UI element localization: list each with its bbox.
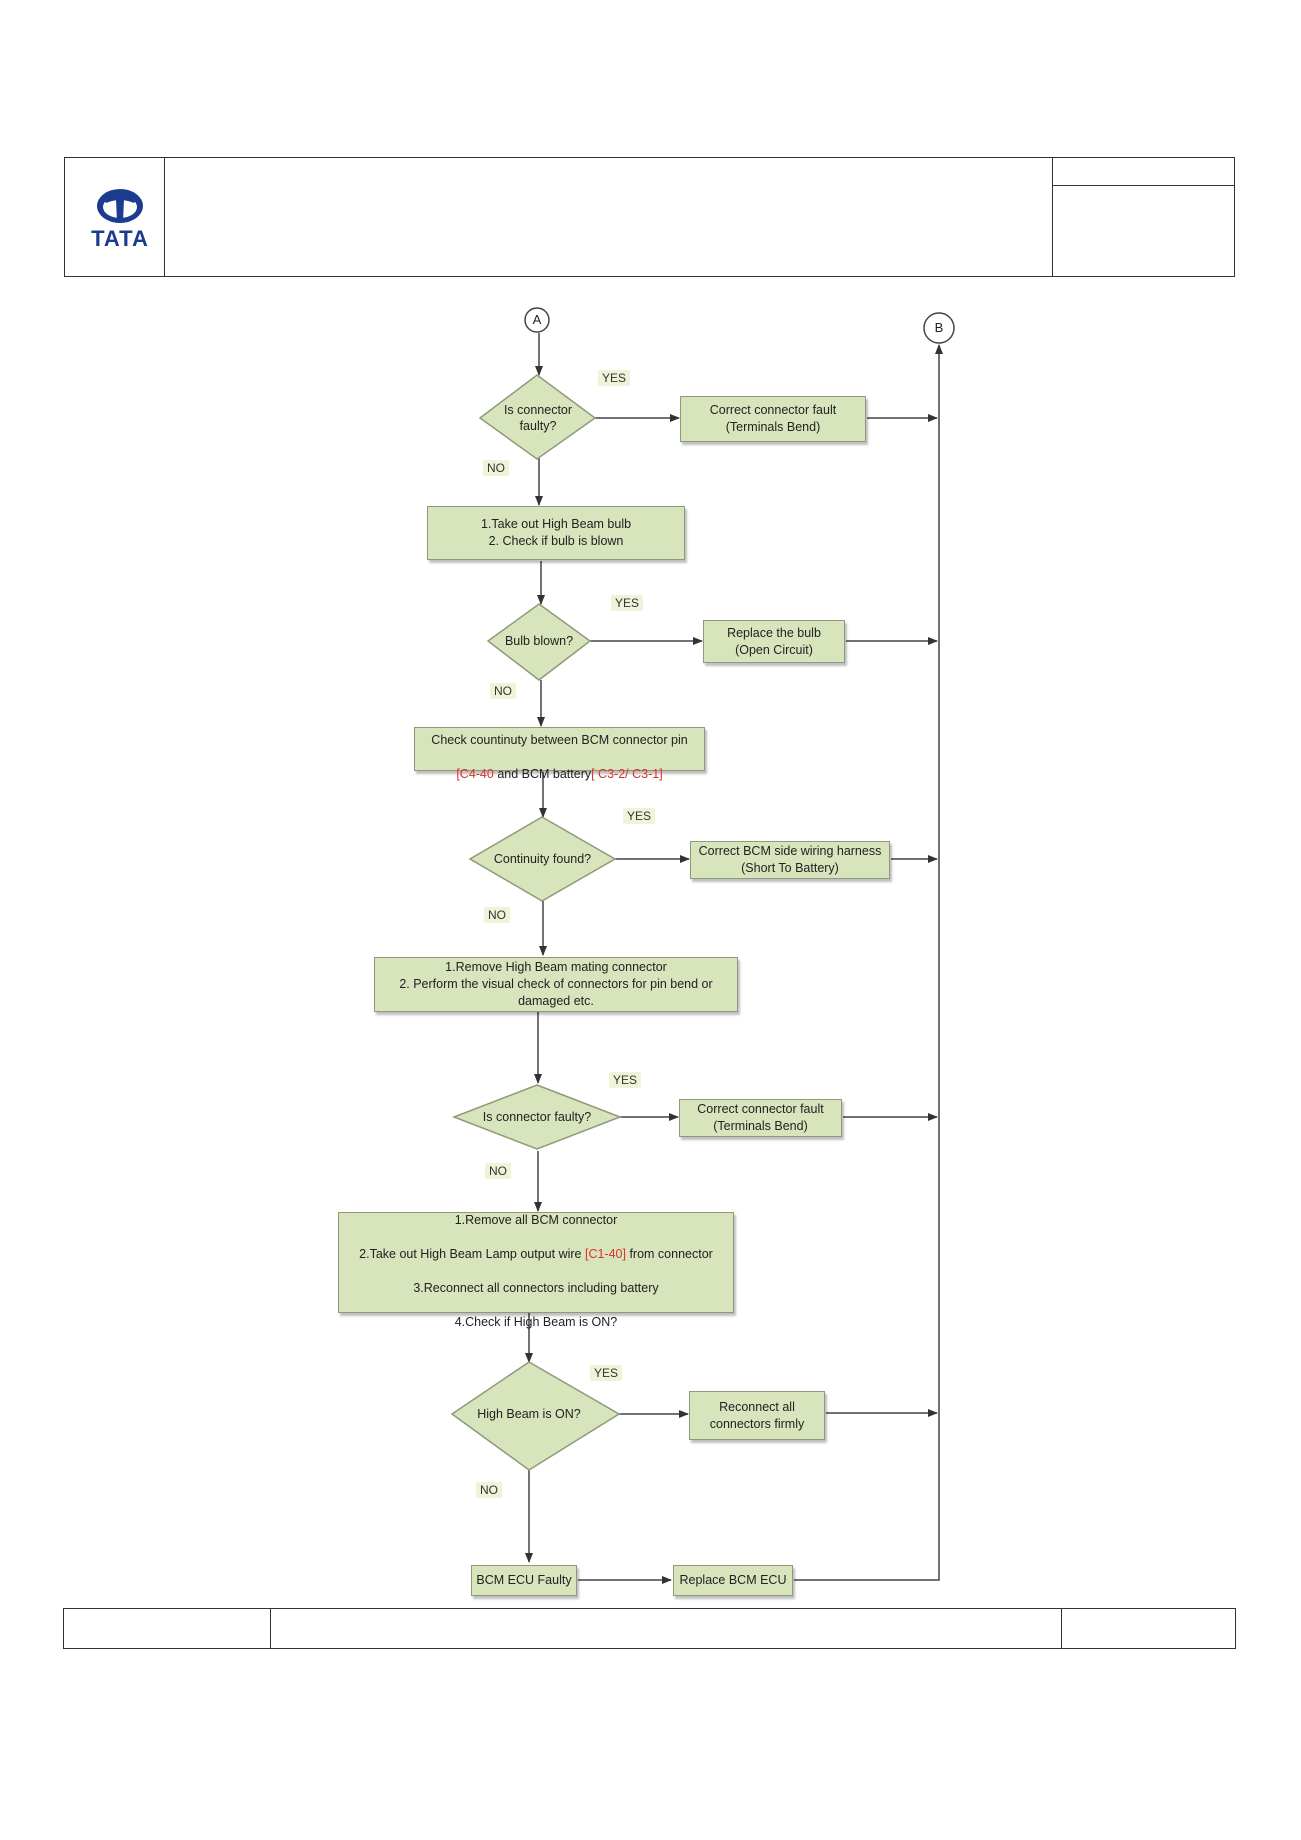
bcm-step2a: 2.Take out High Beam Lamp output wire xyxy=(359,1246,585,1261)
logo-text: TATA xyxy=(91,226,149,251)
process-remove-mating-connector: 1.Remove High Beam mating connector 2. P… xyxy=(374,957,738,1012)
action-reconnect-connectors: Reconnect all connectors firmly xyxy=(689,1391,825,1440)
return-line xyxy=(794,344,943,1581)
connector-b-circle xyxy=(923,312,955,344)
continuity-text-mid: and BCM battery xyxy=(493,767,592,781)
no-label-1: NO xyxy=(483,460,509,476)
no-label-3: NO xyxy=(484,907,510,923)
yes-label-2: YES xyxy=(611,595,644,611)
connector-b-label: B xyxy=(934,320,944,335)
tata-emblem-icon xyxy=(97,189,143,223)
decision-diamond xyxy=(478,374,597,460)
process-remove-bcm-connector: 1.Remove all BCM connector 2.Take out Hi… xyxy=(338,1212,734,1329)
footer-left-cell xyxy=(63,1608,271,1649)
action-correct-bcm-wiring: Correct BCM side wiring harness (Short T… xyxy=(690,841,890,879)
no-label-2: NO xyxy=(490,683,516,699)
action-replace-bulb: Replace the bulb (Open Circuit) xyxy=(703,620,845,663)
yes-label-5: YES xyxy=(590,1365,623,1381)
bcm-step2b: from connector xyxy=(625,1246,713,1261)
action-correct-connector-fault-2: Correct connector fault (Terminals Bend) xyxy=(679,1099,842,1137)
continuity-pin-battery: [ C3-2/ C3-1] xyxy=(591,767,663,781)
bcm-step4: 4.Check if High Beam is ON? xyxy=(454,1314,618,1329)
yes-label-1: YES xyxy=(598,370,631,386)
process-take-out-bulb: 1.Take out High Beam bulb 2. Check if bu… xyxy=(427,506,685,560)
process-replace-bcm-ecu: Replace BCM ECU xyxy=(673,1565,793,1596)
decision-diamond xyxy=(486,603,592,681)
decision-diamond xyxy=(468,816,617,902)
continuity-pin-bcm: [C4-40 xyxy=(456,767,494,781)
yes-label-3: YES xyxy=(623,808,656,824)
connector-a-circle xyxy=(524,307,550,333)
header-right-top-cell xyxy=(1052,157,1235,186)
action-correct-connector-fault-1: Correct connector fault (Terminals Bend) xyxy=(680,396,866,442)
decision-diamond xyxy=(451,1084,623,1150)
bcm-step2-pin: [C1-40] xyxy=(584,1246,626,1261)
bcm-step1: 1.Remove all BCM connector xyxy=(454,1212,618,1227)
yes-label-4: YES xyxy=(609,1072,642,1088)
connector-a-label: A xyxy=(532,312,542,327)
tata-logo: TATA xyxy=(84,186,156,251)
header-logo-cell xyxy=(64,157,165,277)
no-label-4: NO xyxy=(485,1163,511,1179)
bcm-step3: 3.Reconnect all connectors including bat… xyxy=(413,1280,659,1295)
footer-right-cell xyxy=(1061,1608,1236,1649)
decision-diamond xyxy=(450,1361,621,1471)
process-check-continuity: Check countinuty between BCM connector p… xyxy=(414,727,705,781)
no-label-5: NO xyxy=(476,1482,502,1498)
process-bcm-ecu-faulty: BCM ECU Faulty xyxy=(471,1565,577,1596)
continuity-text-line1: Check countinuty between BCM connector p… xyxy=(431,733,688,747)
